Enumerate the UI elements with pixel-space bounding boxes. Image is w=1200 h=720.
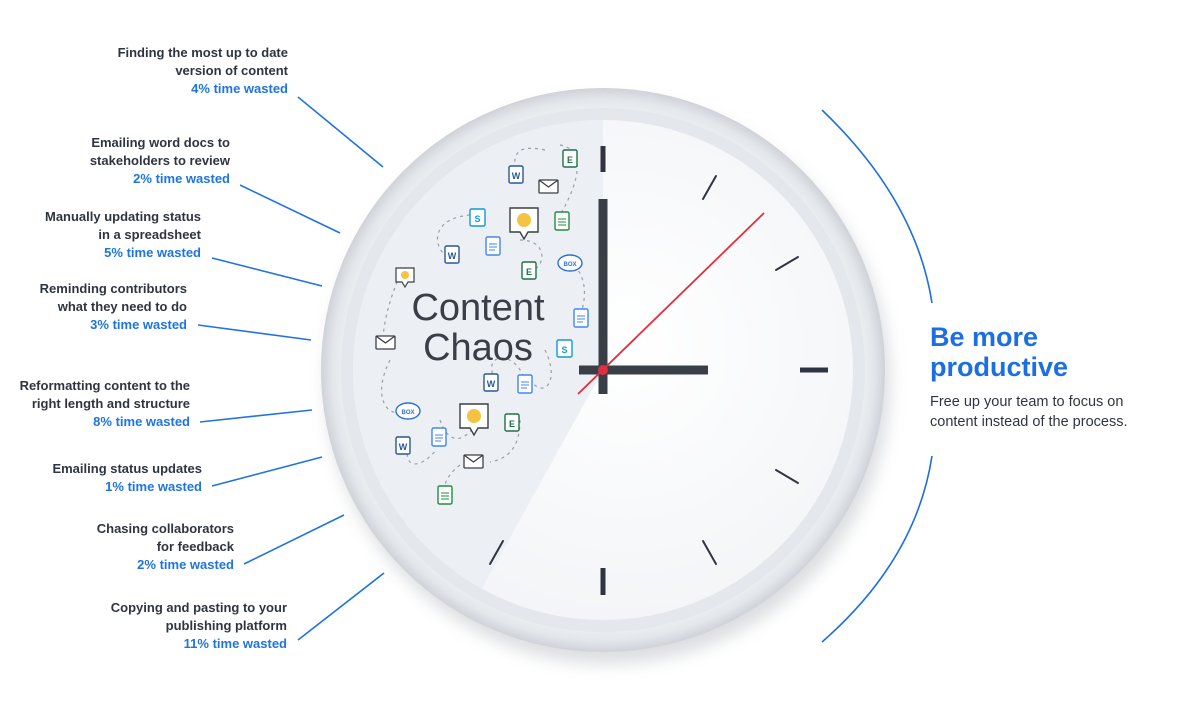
headline: Be more productive xyxy=(930,322,1069,382)
task-updating-spreadsheet: Manually updating status in a spreadshee… xyxy=(45,208,201,262)
marker-5 xyxy=(702,540,717,565)
task-chasing-collaborators: Chasing collaborators for feedback 2% ti… xyxy=(97,520,234,574)
task-emailing-status: Emailing status updates 1% time wasted xyxy=(52,460,202,496)
box-cloud-icon: BOX xyxy=(395,402,421,420)
time-wasted-label: 4% time wasted xyxy=(191,81,288,96)
chat-bubble-icon xyxy=(459,403,489,437)
svg-text:E: E xyxy=(509,419,515,429)
clock-title-line: Content xyxy=(411,287,545,329)
connector-lines xyxy=(197,96,385,641)
time-wasted-label: 3% time wasted xyxy=(90,317,187,332)
marker-2 xyxy=(775,256,799,271)
svg-text:BOX: BOX xyxy=(563,262,576,268)
sharepoint-icon: S xyxy=(556,339,573,358)
hour-markers xyxy=(489,146,828,595)
clock-center-cap xyxy=(598,365,608,375)
svg-text:BOX: BOX xyxy=(401,410,414,416)
task-label: Copying and pasting to your publishing p… xyxy=(110,600,287,633)
google-sheet-icon xyxy=(437,485,453,505)
mail-icon xyxy=(463,454,484,469)
word-doc-icon: W xyxy=(395,436,411,455)
word-doc-icon: W xyxy=(483,373,499,392)
task-label: Reformatting content to the right length… xyxy=(19,378,190,411)
clock-title-line: Chaos xyxy=(423,327,533,369)
time-wasted-label: 11% time wasted xyxy=(183,636,287,651)
svg-text:W: W xyxy=(399,442,408,452)
productivity-arc-bottom xyxy=(821,455,933,643)
excel-icon: E xyxy=(521,261,537,280)
task-label: Emailing word docs to stakeholders to re… xyxy=(89,135,230,168)
svg-text:W: W xyxy=(512,171,521,181)
task-label: Finding the most up to date version of c… xyxy=(117,45,288,78)
google-doc-icon xyxy=(485,236,501,256)
time-wasted-label: 2% time wasted xyxy=(137,557,234,572)
google-sheet-icon xyxy=(554,211,570,231)
task-finding-version: Finding the most up to date version of c… xyxy=(118,44,288,98)
mail-icon xyxy=(375,335,396,350)
excel-icon: E xyxy=(562,149,578,168)
marker-7 xyxy=(489,540,504,565)
svg-text:W: W xyxy=(487,379,496,389)
time-wasted-label: 1% time wasted xyxy=(105,479,202,494)
word-doc-icon: W xyxy=(444,245,460,264)
google-doc-icon xyxy=(517,374,533,394)
mail-icon xyxy=(538,179,559,194)
time-wasted-label: 2% time wasted xyxy=(133,171,230,186)
word-doc-icon: W xyxy=(508,165,524,184)
svg-text:E: E xyxy=(567,155,573,165)
svg-text:E: E xyxy=(526,267,532,277)
time-wasted-label: 5% time wasted xyxy=(104,245,201,260)
task-emailing-docs: Emailing word docs to stakeholders to re… xyxy=(90,134,230,188)
task-copying-pasting: Copying and pasting to your publishing p… xyxy=(111,599,287,653)
svg-text:S: S xyxy=(561,345,567,355)
task-reformatting-content: Reformatting content to the right length… xyxy=(20,377,190,431)
second-hand xyxy=(577,212,765,395)
chat-bubble-icon xyxy=(395,267,415,289)
subheadline: Free up your team to focus on content in… xyxy=(930,394,1128,430)
task-label: Chasing collaborators for feedback xyxy=(96,521,234,554)
time-wasted-label: 8% time wasted xyxy=(93,414,190,429)
marker-1 xyxy=(702,175,717,200)
svg-text:S: S xyxy=(474,214,480,224)
task-label: Emailing status updates xyxy=(52,461,202,476)
box-cloud-icon: BOX xyxy=(557,254,583,272)
marker-4 xyxy=(775,469,799,484)
google-doc-icon xyxy=(431,427,447,447)
svg-text:W: W xyxy=(448,251,457,261)
task-reminding-contributors: Reminding contributors what they need to… xyxy=(40,280,187,334)
task-label: Manually updating status in a spreadshee… xyxy=(44,209,201,242)
google-doc-icon xyxy=(573,308,589,328)
chat-bubble-icon xyxy=(509,207,539,241)
excel-icon: E xyxy=(504,413,520,432)
task-label: Reminding contributors what they need to… xyxy=(39,281,187,314)
productivity-arc-top xyxy=(821,109,933,304)
sharepoint-icon: S xyxy=(469,208,486,227)
